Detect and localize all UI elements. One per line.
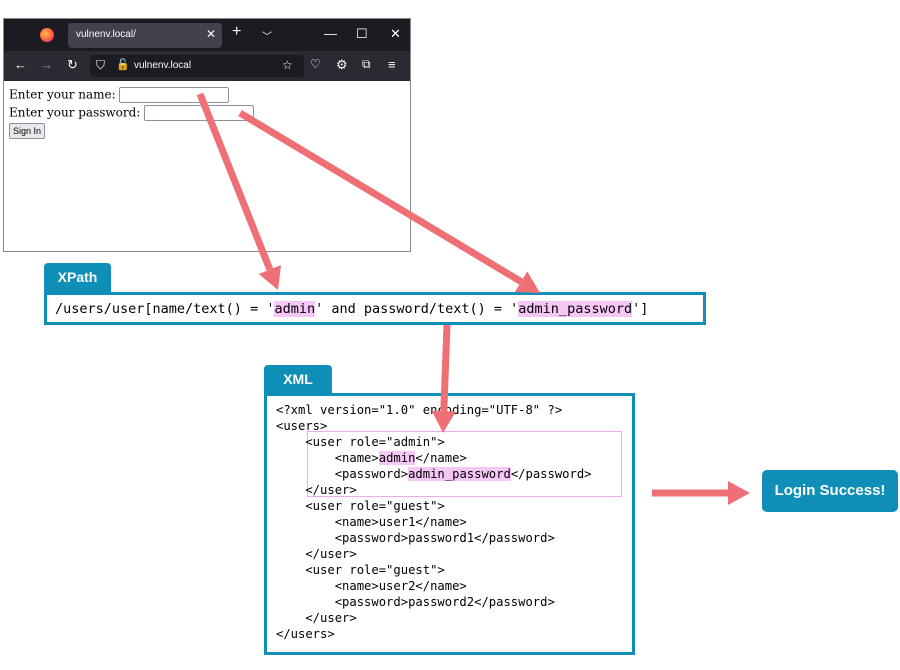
- xml-text: </user>: [276, 483, 357, 497]
- xml-label: XML: [264, 365, 332, 393]
- reload-icon[interactable]: ↻: [67, 57, 78, 72]
- name-to-xpath-arrow-head: [258, 265, 282, 290]
- xml-line: <users>: [276, 418, 327, 434]
- xpath-name-value: admin: [274, 301, 316, 317]
- xml-text: <users>: [276, 419, 328, 433]
- browser-window: vulnenv.local/ ✕ + ﹀ — ☐ ✕ ← → ↻ ⛉ 🔓 vul…: [3, 18, 411, 252]
- firefox-logo-icon: [40, 28, 54, 42]
- new-tab-icon[interactable]: +: [232, 23, 242, 40]
- xpath-password-value: admin_password: [518, 301, 633, 317]
- xml-line: </user>: [276, 546, 357, 562]
- xml-text: <password>password2</password>: [276, 595, 555, 609]
- password-label: Enter your password:: [9, 105, 141, 120]
- xml-text: <name>user1</name>: [276, 515, 467, 529]
- xml-line: </user>: [276, 482, 357, 498]
- xpath-query: /users/user[name/text() = 'admin' and pa…: [55, 301, 648, 317]
- password-row: Enter your password:: [9, 105, 255, 121]
- xml-line: </users>: [276, 626, 335, 642]
- xml-line: <password>admin_password</password>: [276, 466, 592, 482]
- minimize-icon[interactable]: —: [324, 26, 337, 41]
- admin-user-highlight: [307, 431, 622, 497]
- password-to-xpath-arrow-shaft: [238, 109, 523, 285]
- insecure-lock-icon[interactable]: 🔓: [116, 59, 130, 71]
- xml-line: <user role="admin">: [276, 434, 445, 450]
- xml-text: <name>: [276, 451, 379, 465]
- shield-icon[interactable]: ⛉: [96, 58, 106, 72]
- xml-line: <user role="guest">: [276, 562, 445, 578]
- xml-highlight-value: admin: [378, 451, 416, 465]
- sign-in-button[interactable]: Sign In: [9, 123, 46, 139]
- xml-text: </user>: [276, 611, 357, 625]
- forward-arrow-icon[interactable]: →: [40, 57, 53, 72]
- xpath-to-xml-arrow-head: [431, 410, 456, 433]
- xml-line: <name>admin</name>: [276, 450, 467, 466]
- star-icon[interactable]: ☆: [282, 58, 293, 72]
- xml-line: <user role="guest">: [276, 498, 445, 514]
- xml-line: <name>user2</name>: [276, 578, 467, 594]
- close-icon[interactable]: ✕: [205, 27, 216, 41]
- xml-text: </password>: [510, 467, 592, 481]
- xpath-query-box: /users/user[name/text() = 'admin' and pa…: [44, 292, 706, 325]
- xml-text: <user role="guest">: [276, 499, 445, 513]
- maximize-icon[interactable]: ☐: [356, 26, 368, 41]
- xpath-middle: ' and password/text() = ': [315, 301, 519, 317]
- gear-icon[interactable]: ⚙: [336, 57, 348, 72]
- login-success-badge: Login Success!: [762, 470, 898, 512]
- browser-tab[interactable]: vulnenv.local/ ✕: [68, 23, 222, 48]
- back-arrow-icon[interactable]: ←: [14, 57, 27, 72]
- name-label: Enter your name:: [9, 87, 116, 102]
- url-bar[interactable]: ⛉ 🔓 vulnenv.local ☆: [90, 55, 304, 77]
- password-to-xpath-arrow-head: [514, 271, 540, 293]
- xml-text: <user role="guest">: [276, 563, 445, 577]
- xml-text: </user>: [276, 547, 357, 561]
- tab-bar: vulnenv.local/ ✕ + ﹀ — ☐ ✕: [4, 19, 410, 51]
- page-content: Enter your name: Enter your password: Si…: [4, 81, 410, 251]
- xpath-prefix: /users/user[name/text() = ': [55, 301, 275, 317]
- xml-line: </user>: [276, 610, 357, 626]
- xml-line: <password>password1</password>: [276, 530, 555, 546]
- xml-line: <password>password2</password>: [276, 594, 555, 610]
- password-input[interactable]: [144, 105, 255, 121]
- xml-text: <name>user2</name>: [276, 579, 467, 593]
- xpath-label: XPath: [44, 263, 111, 292]
- xml-text: <password>: [276, 467, 409, 481]
- name-row: Enter your name:: [9, 87, 230, 103]
- xml-text: </name>: [415, 451, 467, 465]
- pocket-icon[interactable]: ♡: [310, 57, 321, 71]
- tab-title: vulnenv.local/: [76, 29, 136, 40]
- xml-document-box: <?xml version="1.0" encoding="UTF-8" ?><…: [264, 393, 635, 655]
- xml-text: <user role="admin">: [276, 435, 445, 449]
- xml-text: </users>: [276, 627, 335, 641]
- xml-line: <name>user1</name>: [276, 514, 467, 530]
- xpath-suffix: ']: [632, 301, 649, 317]
- xml-to-success-arrow-head: [728, 481, 750, 505]
- url-text: vulnenv.local: [134, 60, 192, 71]
- extensions-icon[interactable]: ⧉: [362, 57, 371, 71]
- xml-highlight-value: admin_password: [408, 467, 511, 481]
- window-close-icon[interactable]: ✕: [390, 26, 401, 41]
- menu-icon[interactable]: ≡: [388, 57, 396, 72]
- xml-text: <password>password1</password>: [276, 531, 555, 545]
- chevron-down-icon[interactable]: ﹀: [262, 32, 272, 43]
- name-to-xpath-arrow-shaft: [196, 92, 274, 271]
- xpath-to-xml-arrow-shaft: [440, 324, 451, 412]
- navigation-bar: ← → ↻ ⛉ 🔓 vulnenv.local ☆ ♡ ⚙ ⧉ ≡: [4, 51, 410, 81]
